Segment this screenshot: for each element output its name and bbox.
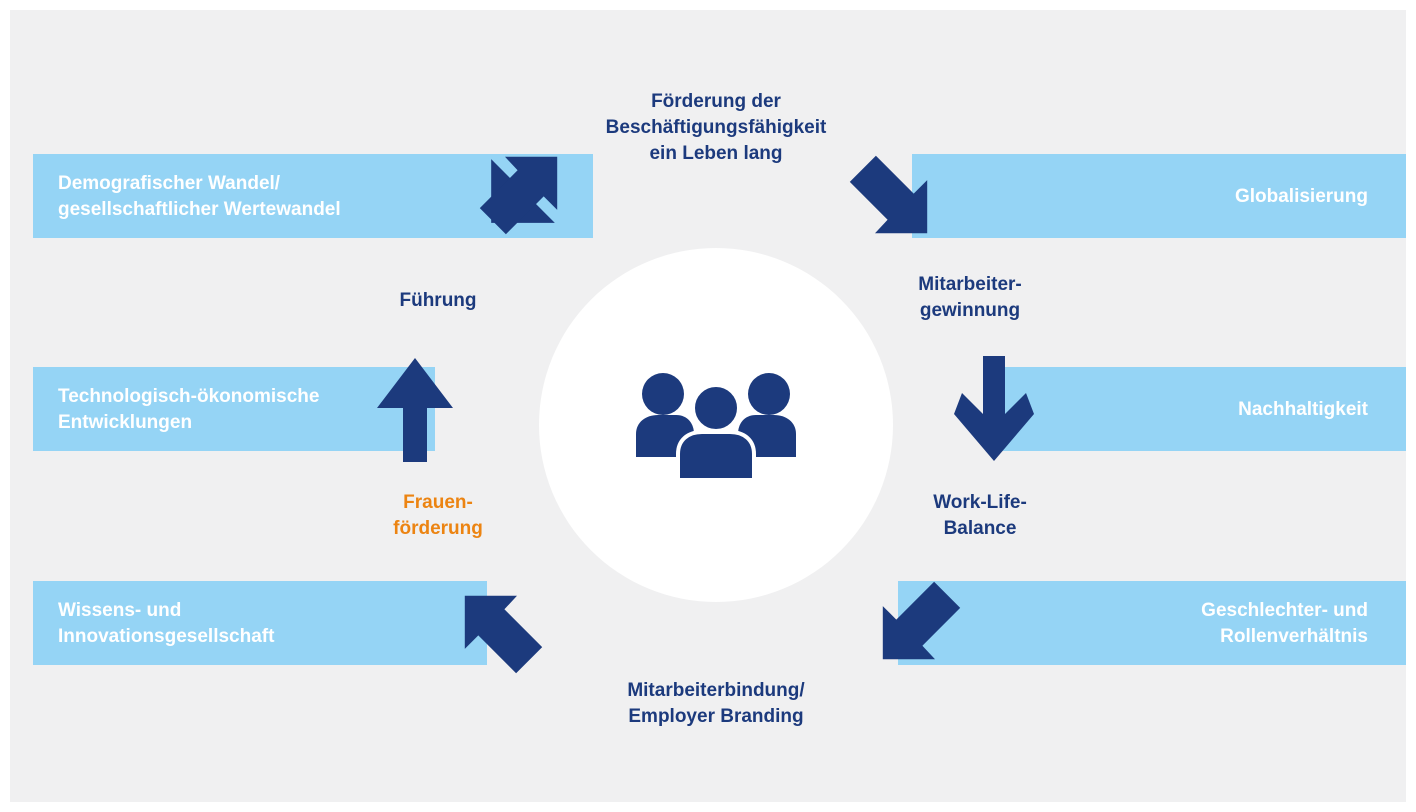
people-group-icon <box>636 373 796 482</box>
arrow-up-left-icon <box>464 595 543 674</box>
label-work-life-balance: Work-Life- Balance <box>910 490 1050 542</box>
label-fuehrung: Führung <box>368 288 508 314</box>
band-geschlechterverhaeltnis: Geschlechter- und Rollenverhältnis <box>898 581 1406 665</box>
band-label-line: Rollenverhältnis <box>1220 626 1368 647</box>
label-line: gewinnung <box>919 300 1021 321</box>
arrow-down-left-icon <box>882 581 961 660</box>
arrow-up-right-icon <box>479 156 558 235</box>
label-line: Beschäftigungsfähigkeit <box>605 117 827 138</box>
band-label-line: Technologisch-ökonomische <box>58 386 320 407</box>
band-label-line: gesellschaftlicher Wertewandel <box>58 199 341 220</box>
label-line: Frauen- <box>403 492 473 513</box>
label-line: ein Leben lang <box>649 143 783 164</box>
label-line: Förderung der <box>651 91 781 112</box>
label-line: Mitarbeiter- <box>918 274 1022 295</box>
arrow-up-icon <box>377 358 453 462</box>
label-beschaeftigungsfaehigkeit: Förderung der Beschäftigungsfähigkeit ei… <box>576 89 856 167</box>
label-frauenfoerderung: Frauen- förderung <box>368 490 508 542</box>
label-mitarbeitergewinnung: Mitarbeiter- gewinnung <box>890 272 1050 324</box>
band-label-line: Wissens- und <box>58 600 182 621</box>
label-line: Balance <box>943 518 1017 539</box>
band-wissensgesellschaft: Wissens- und Innovationsgesellschaft <box>33 581 487 665</box>
band-label-line: Demografischer Wandel/ <box>58 173 281 194</box>
band-label: Geschlechter- und Rollenverhältnis <box>1201 598 1368 650</box>
band-label-line: Entwicklungen <box>58 412 193 433</box>
band-label-line: Geschlechter- und <box>1201 600 1368 621</box>
band-label: Demografischer Wandel/ gesellschaftliche… <box>58 171 341 223</box>
band-label: Technologisch-ökonomische Entwicklungen <box>58 384 319 436</box>
band-label: Wissens- und Innovationsgesellschaft <box>58 598 274 650</box>
band-label-line: Innovationsgesellschaft <box>58 626 275 647</box>
label-line: Employer Branding <box>628 706 804 727</box>
band-technologisch-oekonomisch: Technologisch-ökonomische Entwicklungen <box>33 367 435 451</box>
center-circle <box>539 248 893 602</box>
label-line: Führung <box>399 290 477 311</box>
band-label: Nachhaltigkeit <box>1238 399 1368 420</box>
diagram-canvas: Demografischer Wandel/ gesellschaftliche… <box>10 10 1406 802</box>
band-label: Globalisierung <box>1234 186 1368 207</box>
band-globalisierung: Globalisierung <box>912 154 1406 238</box>
label-mitarbeiterbindung: Mitarbeiterbindung/ Employer Branding <box>586 678 846 730</box>
label-line: förderung <box>393 518 483 539</box>
arrow-down-icon <box>954 356 1034 461</box>
label-line: Mitarbeiterbindung/ <box>627 680 805 701</box>
band-nachhaltigkeit: Nachhaltigkeit <box>1002 367 1406 451</box>
arrow-down-right-icon <box>849 155 928 234</box>
label-line: Work-Life- <box>933 492 1027 513</box>
